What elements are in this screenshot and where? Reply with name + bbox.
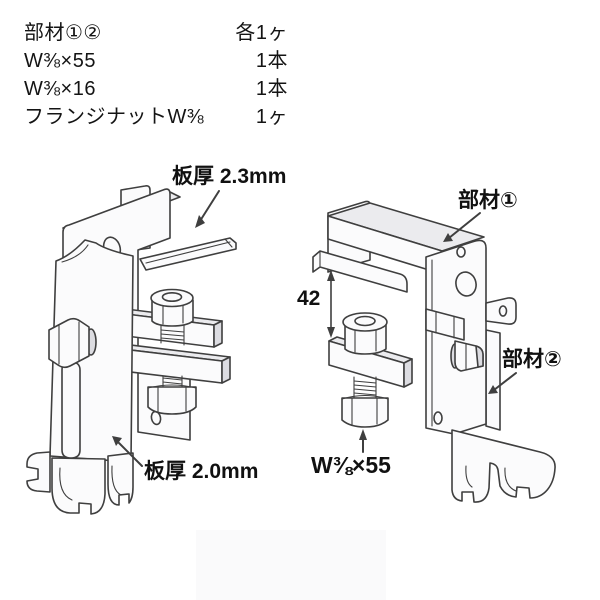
part-item-label: W⅜×55 <box>24 50 96 72</box>
part-qty-label: 各1ヶ <box>235 22 288 44</box>
part-item-label: W⅜×16 <box>24 78 96 100</box>
label-plate-thickness-top: 板厚 2.3mm <box>172 165 287 188</box>
part-qty-label: 1ヶ <box>255 106 288 128</box>
label-bolt-size: W⅜×55 <box>311 452 391 478</box>
label-plate-thickness-bottom: 板厚 2.0mm <box>144 460 259 483</box>
right-clamp-drawing <box>312 200 556 503</box>
part-qty-label: 1本 <box>255 50 288 72</box>
parts-list-row: 部材①② 各1ヶ <box>24 19 288 47</box>
part-item-label: フランジナットW⅜ <box>24 106 205 128</box>
parts-list-row: W⅜×55 1本 <box>24 47 288 75</box>
right-bolt-threads <box>353 376 377 399</box>
left-bolt-threads <box>160 323 185 391</box>
label-part1: 部材① <box>458 189 518 212</box>
part-item-label: 部材①② <box>24 22 102 44</box>
parts-list-row: フランジナットW⅜ 1ヶ <box>24 103 288 131</box>
parts-list: 部材①② 各1ヶ W⅜×55 1本 W⅜×16 1本 フランジナットW⅜ 1ヶ <box>24 19 288 131</box>
label-part2: 部材② <box>502 348 562 371</box>
left-clamp-drawing <box>26 185 237 515</box>
faint-bottom-band <box>196 530 386 600</box>
part-qty-label: 1本 <box>255 78 288 100</box>
dimension-arrow-42 <box>327 270 335 338</box>
callout-arrows <box>112 190 517 467</box>
label-dimension-42: 42 <box>297 287 321 310</box>
parts-list-row: W⅜×16 1本 <box>24 75 288 103</box>
